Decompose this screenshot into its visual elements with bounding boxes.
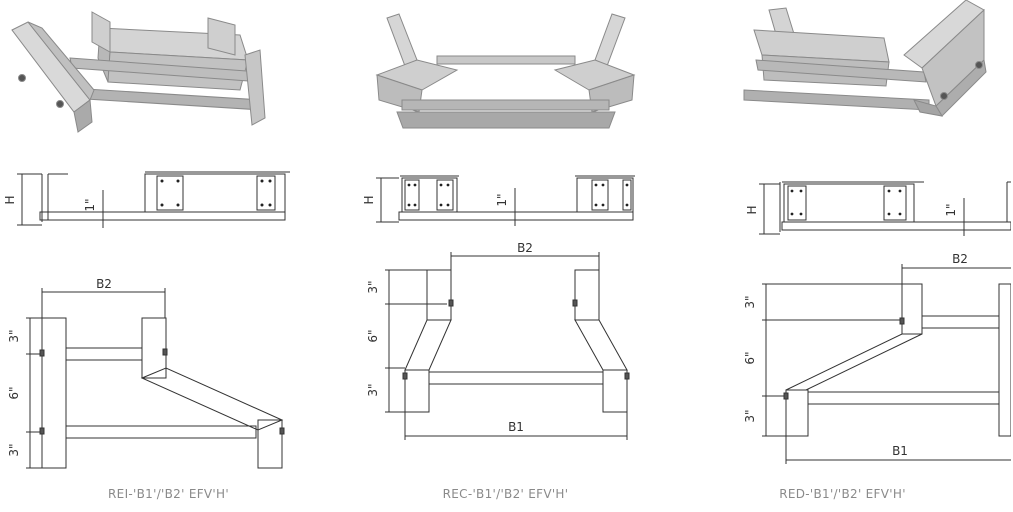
panel-rei: H 1" B2 3" 6" 3" REI-'B1'/'B2' EF — [0, 0, 337, 512]
rec-1in-label: 1" — [495, 193, 509, 206]
red-dim-6in: 6" — [743, 351, 757, 364]
red-caption: RED-'B1'/'B2' EFV'H' — [779, 487, 906, 501]
rei-dim-3in-top: 3" — [7, 329, 21, 342]
red-1in-label: 1" — [944, 203, 958, 216]
rec-drawing: H 1" B2 B1 3" 6 — [362, 13, 636, 440]
red-3d-render — [743, 0, 987, 117]
rei-1in-label: 1" — [83, 198, 97, 211]
rei-side-view — [17, 171, 290, 228]
rei-b2-label: B2 — [96, 277, 112, 291]
red-dim-3in-top: 3" — [743, 295, 757, 308]
rec-plan-view — [385, 252, 630, 440]
red-drawing: H 1" B2 B1 3" 6" 3" — [743, 0, 1011, 464]
red-side-view — [759, 181, 1011, 236]
rei-drawing: H 1" B2 3" 6" 3" — [3, 11, 290, 469]
red-plan-view — [762, 264, 1011, 464]
red-b1-label: B1 — [892, 444, 908, 458]
red-dim-3in-bottom: 3" — [743, 409, 757, 422]
rec-dim-6in: 6" — [366, 329, 380, 342]
panel-red: H 1" B2 B1 3" 6" 3" RED-'B1'/'B2' EFV'H' — [674, 0, 1011, 512]
red-b2-label: B2 — [952, 252, 968, 266]
rec-caption: REC-'B1'/'B2' EFV'H' — [442, 487, 569, 501]
rec-dim-3in-top: 3" — [366, 280, 380, 293]
rec-b2-label: B2 — [517, 241, 533, 255]
rec-b1-label: B1 — [508, 420, 524, 434]
rei-dim-6in: 6" — [7, 386, 21, 399]
rei-plan-view — [26, 288, 285, 469]
rei-dim-3in-bottom: 3" — [7, 443, 21, 456]
panel-rec: H 1" B2 B1 3" 6 — [337, 0, 674, 512]
rei-3d-render — [11, 11, 266, 133]
red-h-label: H — [745, 205, 759, 214]
rec-dim-3in-bottom: 3" — [366, 383, 380, 396]
rec-side-view — [376, 175, 635, 226]
rei-h-label: H — [3, 195, 17, 204]
rei-caption: REI-'B1'/'B2' EFV'H' — [108, 487, 229, 501]
rec-h-label: H — [362, 195, 376, 204]
rec-3d-render — [375, 13, 636, 129]
